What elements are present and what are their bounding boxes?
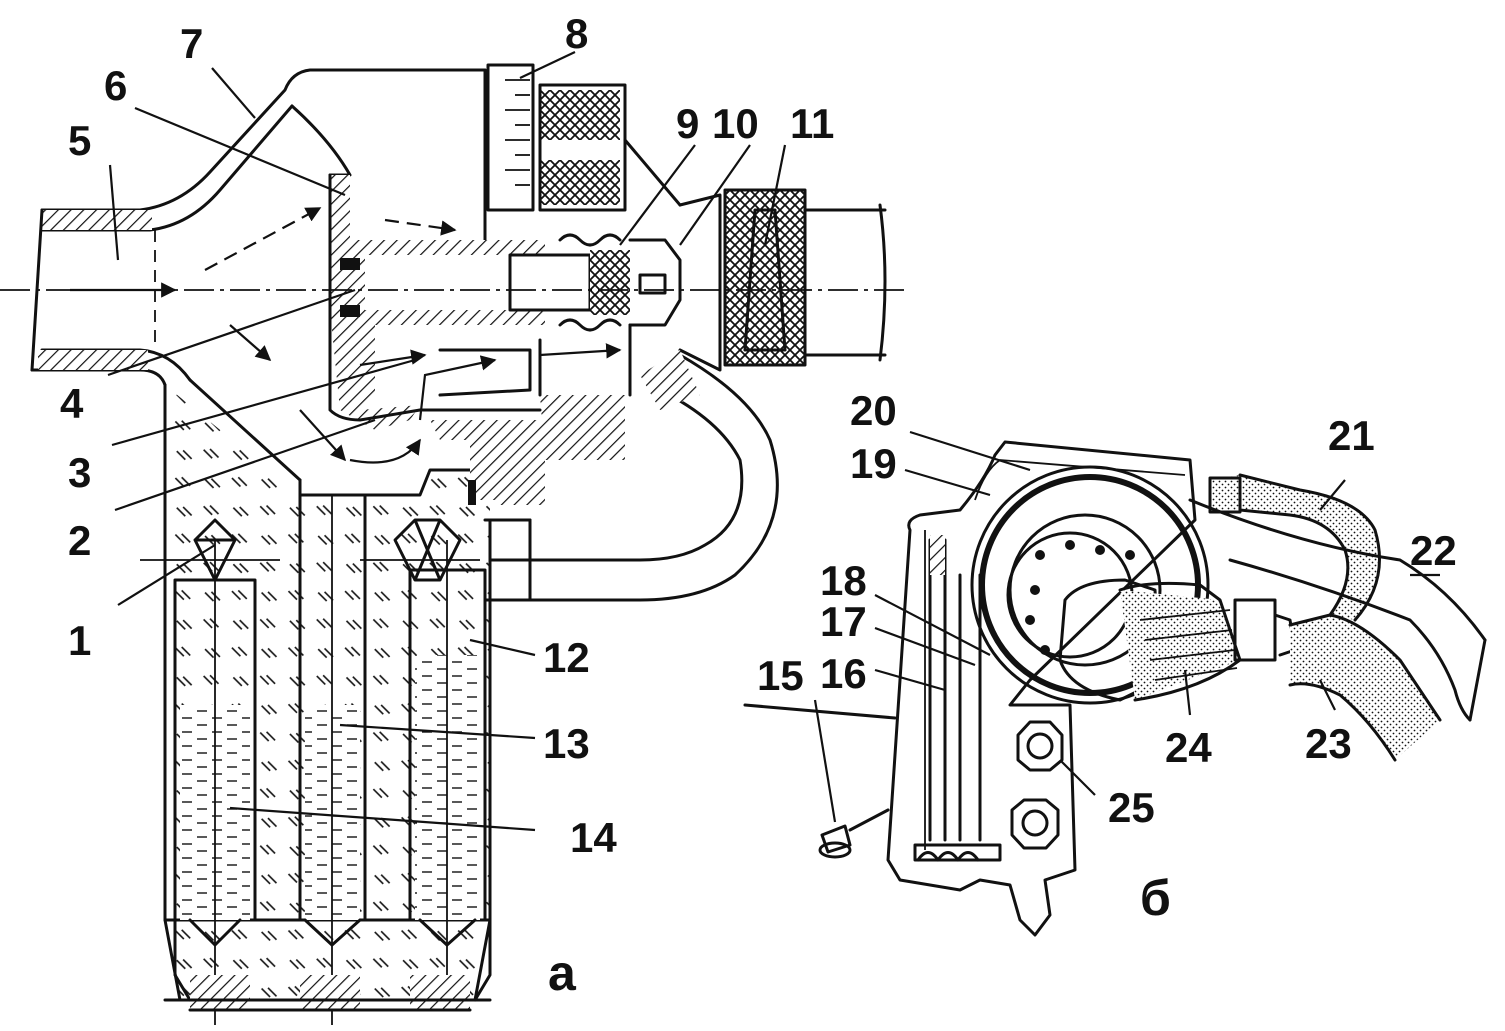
part-labels: 1 2 3 4 5 6 7 8 9 10 11 12 13 14 15 16 1… (60, 10, 1457, 1001)
label-23: 23 (1305, 720, 1352, 767)
label-9: 9 (676, 100, 699, 147)
label-13: 13 (543, 720, 590, 767)
bottom-caps (163, 975, 492, 1012)
leader-lines-a (107, 51, 787, 832)
label-3: 3 (68, 449, 91, 496)
label-24: 24 (1165, 724, 1212, 771)
label-25: 25 (1108, 784, 1155, 831)
label-1: 1 (68, 617, 91, 664)
label-21: 21 (1328, 412, 1375, 459)
hoses (1188, 473, 1487, 762)
bent-tube (483, 350, 779, 602)
label-5: 5 (68, 117, 91, 164)
label-15: 15 (757, 652, 804, 699)
label-19: 19 (850, 440, 897, 487)
mounting-bolts (1010, 720, 1064, 850)
label-20: 20 (850, 387, 897, 434)
label-18: 18 (820, 557, 867, 604)
label-7: 7 (180, 20, 203, 67)
knurled-nut-8 (486, 63, 682, 212)
cable-and-screw (743, 699, 897, 859)
label-17: 17 (820, 598, 867, 645)
label-4: 4 (60, 380, 84, 427)
connector-24 (1118, 581, 1297, 702)
inlet-pipe (30, 68, 487, 387)
vials (140, 493, 492, 1025)
label-11: 11 (790, 100, 834, 147)
view-b-installation (743, 430, 1487, 937)
label-22: 22 (1410, 527, 1457, 574)
label-6: 6 (104, 62, 127, 109)
flow-arrows (0, 207, 905, 464)
housing (163, 68, 487, 482)
outlet-coupling-11 (678, 188, 887, 372)
view-a-cross-section (0, 51, 905, 1025)
leader-lines-b (874, 430, 1440, 796)
sensor-housing (970, 465, 1210, 705)
label-14: 14 (570, 814, 617, 861)
label-2: 2 (68, 517, 91, 564)
label-10: 10 (712, 100, 759, 147)
label-16: 16 (820, 650, 867, 697)
caption-view-b: б (1140, 870, 1171, 926)
label-8: 8 (565, 10, 588, 57)
valve-assembly (328, 173, 682, 505)
label-12: 12 (543, 634, 590, 681)
caption-view-a: а (548, 945, 577, 1001)
